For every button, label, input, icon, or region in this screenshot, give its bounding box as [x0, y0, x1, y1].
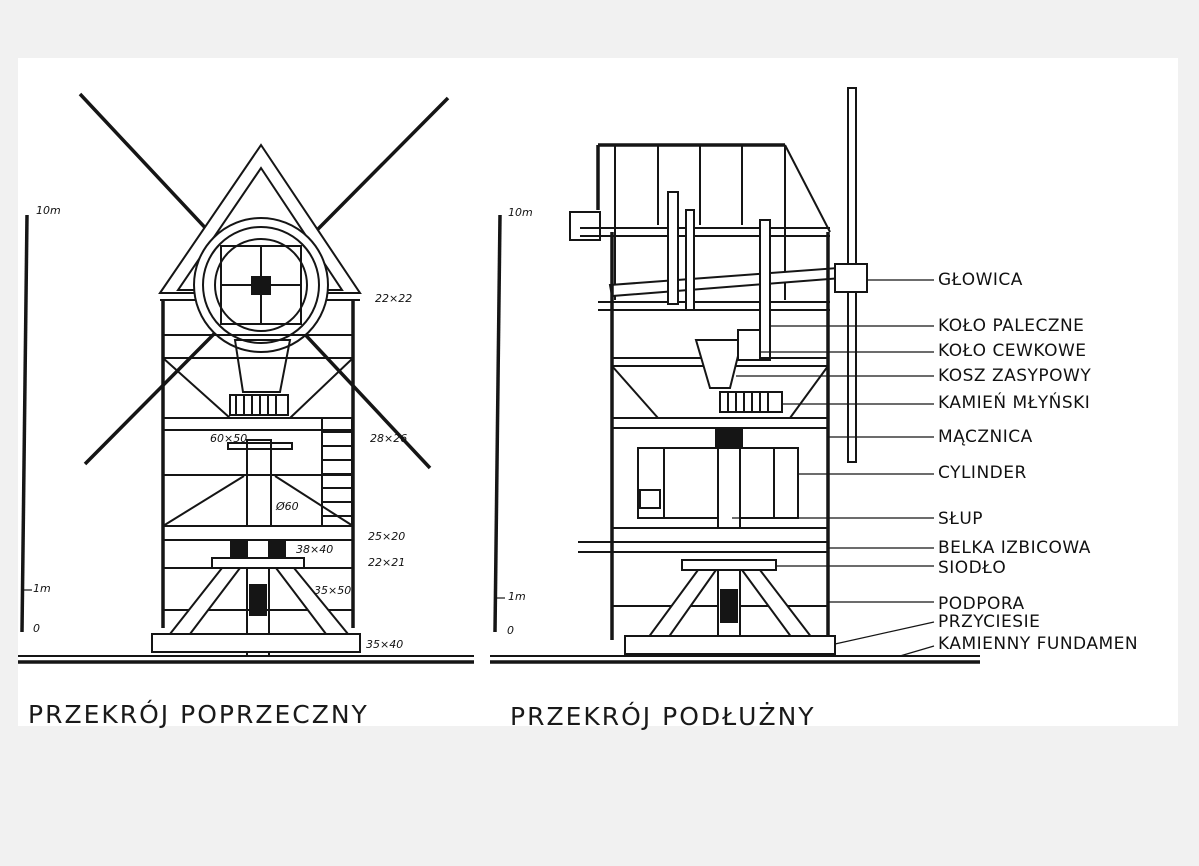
dimension-label: 22×21 [368, 556, 406, 569]
caption-cross-section: PRZEKRÓJ POPRZECZNY [28, 700, 369, 729]
scale-top-left: 10m [36, 204, 61, 217]
scale-mid-right: 1m [508, 590, 526, 603]
scale-top-right: 10m [508, 206, 533, 219]
dimension-label: Ø60 [276, 500, 299, 513]
scale-mid-left: 1m [33, 582, 51, 595]
label-przyciesie: PRZYCIESIE [938, 612, 1041, 632]
label-kosz-zasypowy: KOSZ ZASYPOWY [938, 366, 1092, 386]
label-slup: SŁUP [938, 509, 984, 529]
dimension-label: 35×40 [366, 638, 404, 651]
label-cylinder: CYLINDER [938, 463, 1027, 483]
dimension-label: 28×26 [370, 432, 408, 445]
label-belka-izbicowa: BELKA IZBICOWA [938, 538, 1091, 558]
label-kamienny-fundament: KAMIENNY FUNDAMEN [938, 634, 1139, 654]
dimension-label: 38×40 [296, 543, 334, 556]
dimension-label: 60×50 [210, 432, 248, 445]
dimension-label: 35×50 [314, 584, 352, 597]
cross-section [18, 92, 474, 664]
dimension-label: 25×20 [368, 530, 406, 543]
scale-zero-right: 0 [507, 624, 514, 637]
label-siodlo: SIODŁO [938, 558, 1007, 578]
label-kolo-paleczne: KOŁO PALECZNE [938, 316, 1085, 336]
longitudinal-section [490, 87, 980, 664]
label-macznica: MĄCZNICA [938, 427, 1033, 447]
scale-bar-left [20, 214, 29, 633]
scale-bar-right [493, 214, 502, 633]
label-kolo-cewkowe: KOŁO CEWKOWE [938, 341, 1087, 361]
label-glowica: GŁOWICA [938, 270, 1023, 290]
label-podpora: PODPORA [938, 594, 1025, 614]
dimension-label: 22×22 [375, 292, 413, 305]
label-kamien-mlynski: KAMIEŃ MŁYŃSKI [938, 393, 1091, 413]
scale-zero-left: 0 [33, 622, 40, 635]
caption-longitudinal-section: PRZEKRÓJ PODŁUŻNY [510, 702, 816, 731]
